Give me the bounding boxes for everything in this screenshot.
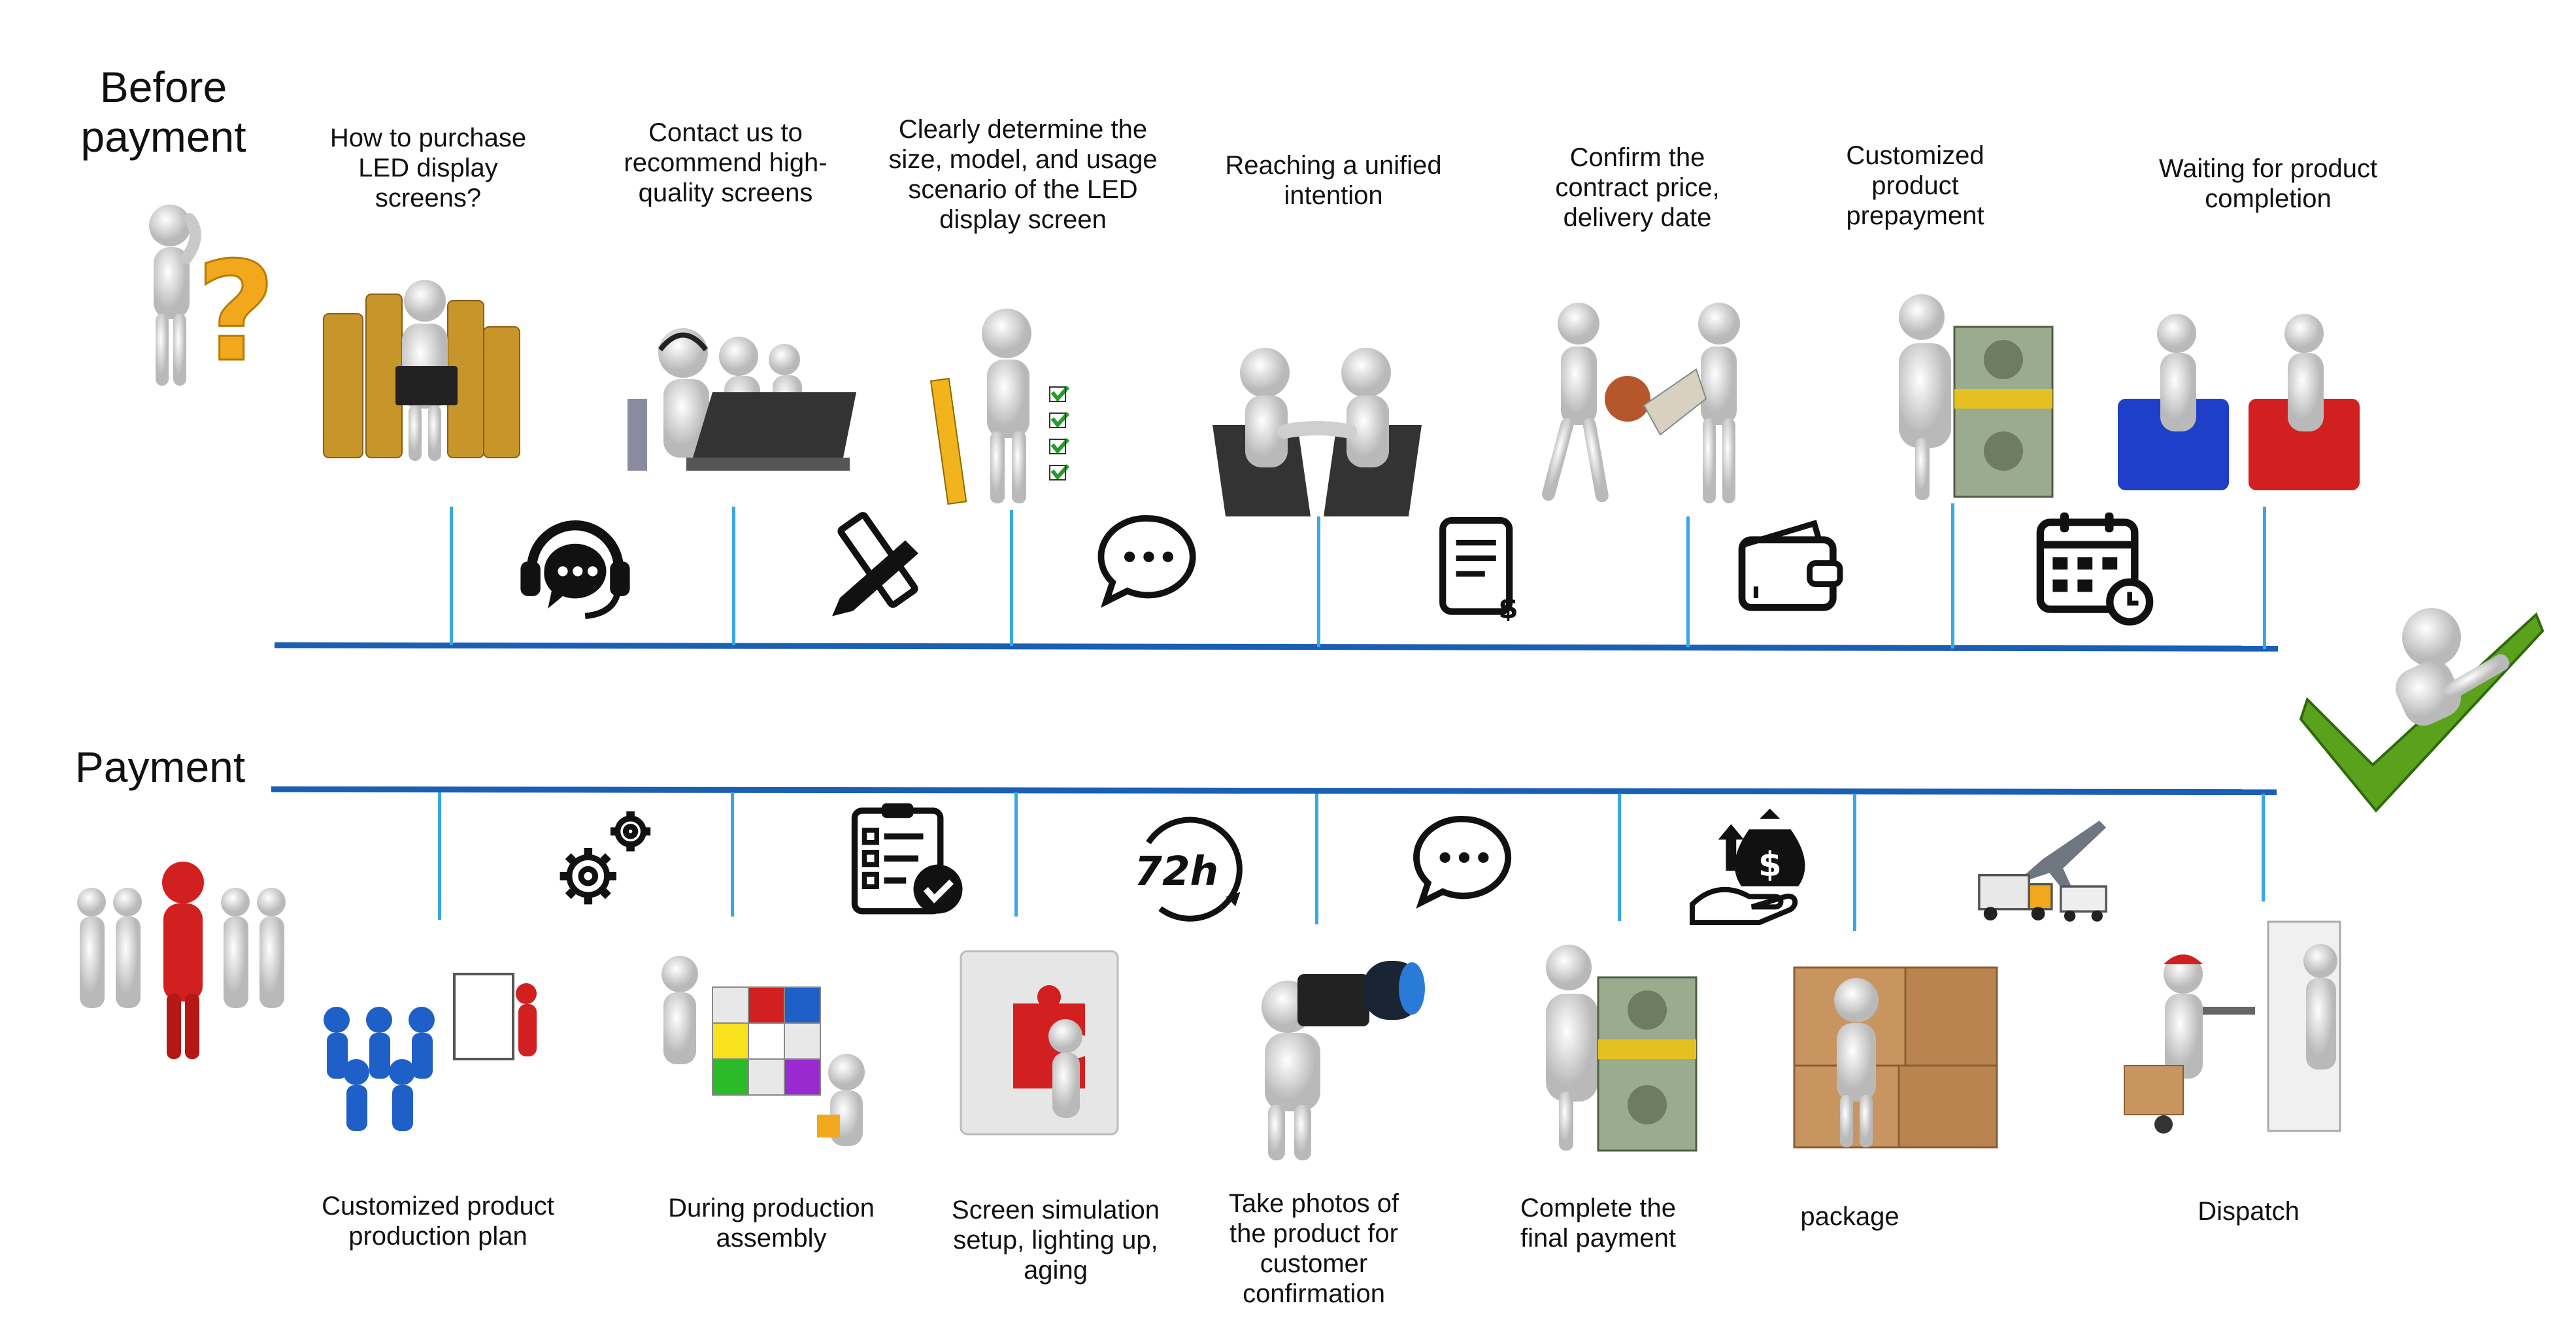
72h-timer-icon: 72h: [1134, 817, 1243, 922]
money-bag-hand-icon: $: [1690, 808, 1805, 925]
waiting-sofas-figure: [2118, 314, 2360, 490]
connector: [438, 792, 441, 920]
connector: [731, 792, 734, 917]
connector: [450, 507, 453, 645]
step-label: Confirm the contract price, delivery dat…: [1555, 143, 1720, 232]
step-label: Screen simulation setup, lighting up, ag…: [952, 1196, 1160, 1285]
photographer-figure: [1262, 961, 1425, 1160]
payment-title: Payment: [75, 743, 246, 791]
puzzle-figure: [960, 950, 1119, 1136]
wallet-icon: [1738, 520, 1843, 611]
pen-ruler-icon: [832, 512, 918, 616]
chat-bubble-icon: [1097, 515, 1196, 608]
call-center-figure: [627, 328, 856, 471]
invoice-icon: $: [1439, 517, 1518, 621]
pencil-checklist-figure: [929, 309, 1070, 505]
connector: [1951, 503, 1954, 649]
step-label: During production assembly: [668, 1194, 875, 1253]
connector: [732, 507, 735, 645]
customer-service-icon: [520, 520, 630, 620]
svg-text:?: ?: [196, 232, 276, 392]
connector: [1618, 794, 1621, 921]
relaxing-checkmark-figure: [2299, 608, 2545, 813]
step-label: Dispatch: [2198, 1197, 2300, 1226]
person-with-coins-figure: [323, 280, 520, 461]
gears-icon: [560, 811, 651, 905]
connector: [1853, 794, 1856, 931]
connector: [2263, 507, 2266, 649]
prepayment-money-figure: [1899, 294, 2054, 500]
step-label: Contact us to recommend high-quality scr…: [624, 118, 828, 207]
handshake-figure: [1213, 348, 1422, 516]
chat-bubble-icon: [1413, 816, 1512, 909]
payment-timeline: [271, 786, 2277, 796]
team-leader-figure: [77, 862, 286, 1059]
step-label: How to purchase LED display screens?: [329, 124, 527, 212]
package-boxes-figure: [1793, 966, 1998, 1149]
step-label: Reaching a unified intention: [1225, 151, 1442, 210]
stamp-contract-figure: [1541, 303, 1740, 503]
step-label: Complete the final payment: [1520, 1194, 1676, 1253]
calendar-clock-icon: [2036, 512, 2154, 626]
step-label: Take photos of the product for customer …: [1228, 1189, 1399, 1308]
assembly-cube-figure: [661, 956, 865, 1146]
connector: [1315, 794, 1318, 924]
thinking-person-figure: ?: [149, 205, 276, 394]
logistics-icon: [1978, 820, 2107, 922]
connector: [1010, 510, 1013, 646]
step-label: package: [1800, 1202, 1899, 1231]
step-label: Customized product production plan: [322, 1192, 554, 1251]
before-payment-title: Before payment: [80, 63, 246, 161]
timer-text: 72h: [1134, 849, 1218, 895]
connector: [1014, 792, 1018, 917]
step-label: Waiting for product completion: [2158, 154, 2378, 213]
production-plan-figure: [324, 973, 537, 1131]
svg-text:$: $: [1758, 845, 1782, 885]
final-payment-figure: [1546, 945, 1698, 1152]
connector: [2262, 794, 2265, 901]
step-label: Customized product prepayment: [1846, 141, 1984, 230]
svg-text:$: $: [1498, 592, 1518, 621]
step-label: Clearly determine the size, model, and u…: [888, 115, 1158, 234]
before-timeline: [274, 642, 2279, 652]
connector: [1317, 516, 1320, 647]
delivery-figure: [2124, 920, 2341, 1134]
checklist-icon: [851, 803, 963, 915]
connector: [1686, 516, 1690, 647]
